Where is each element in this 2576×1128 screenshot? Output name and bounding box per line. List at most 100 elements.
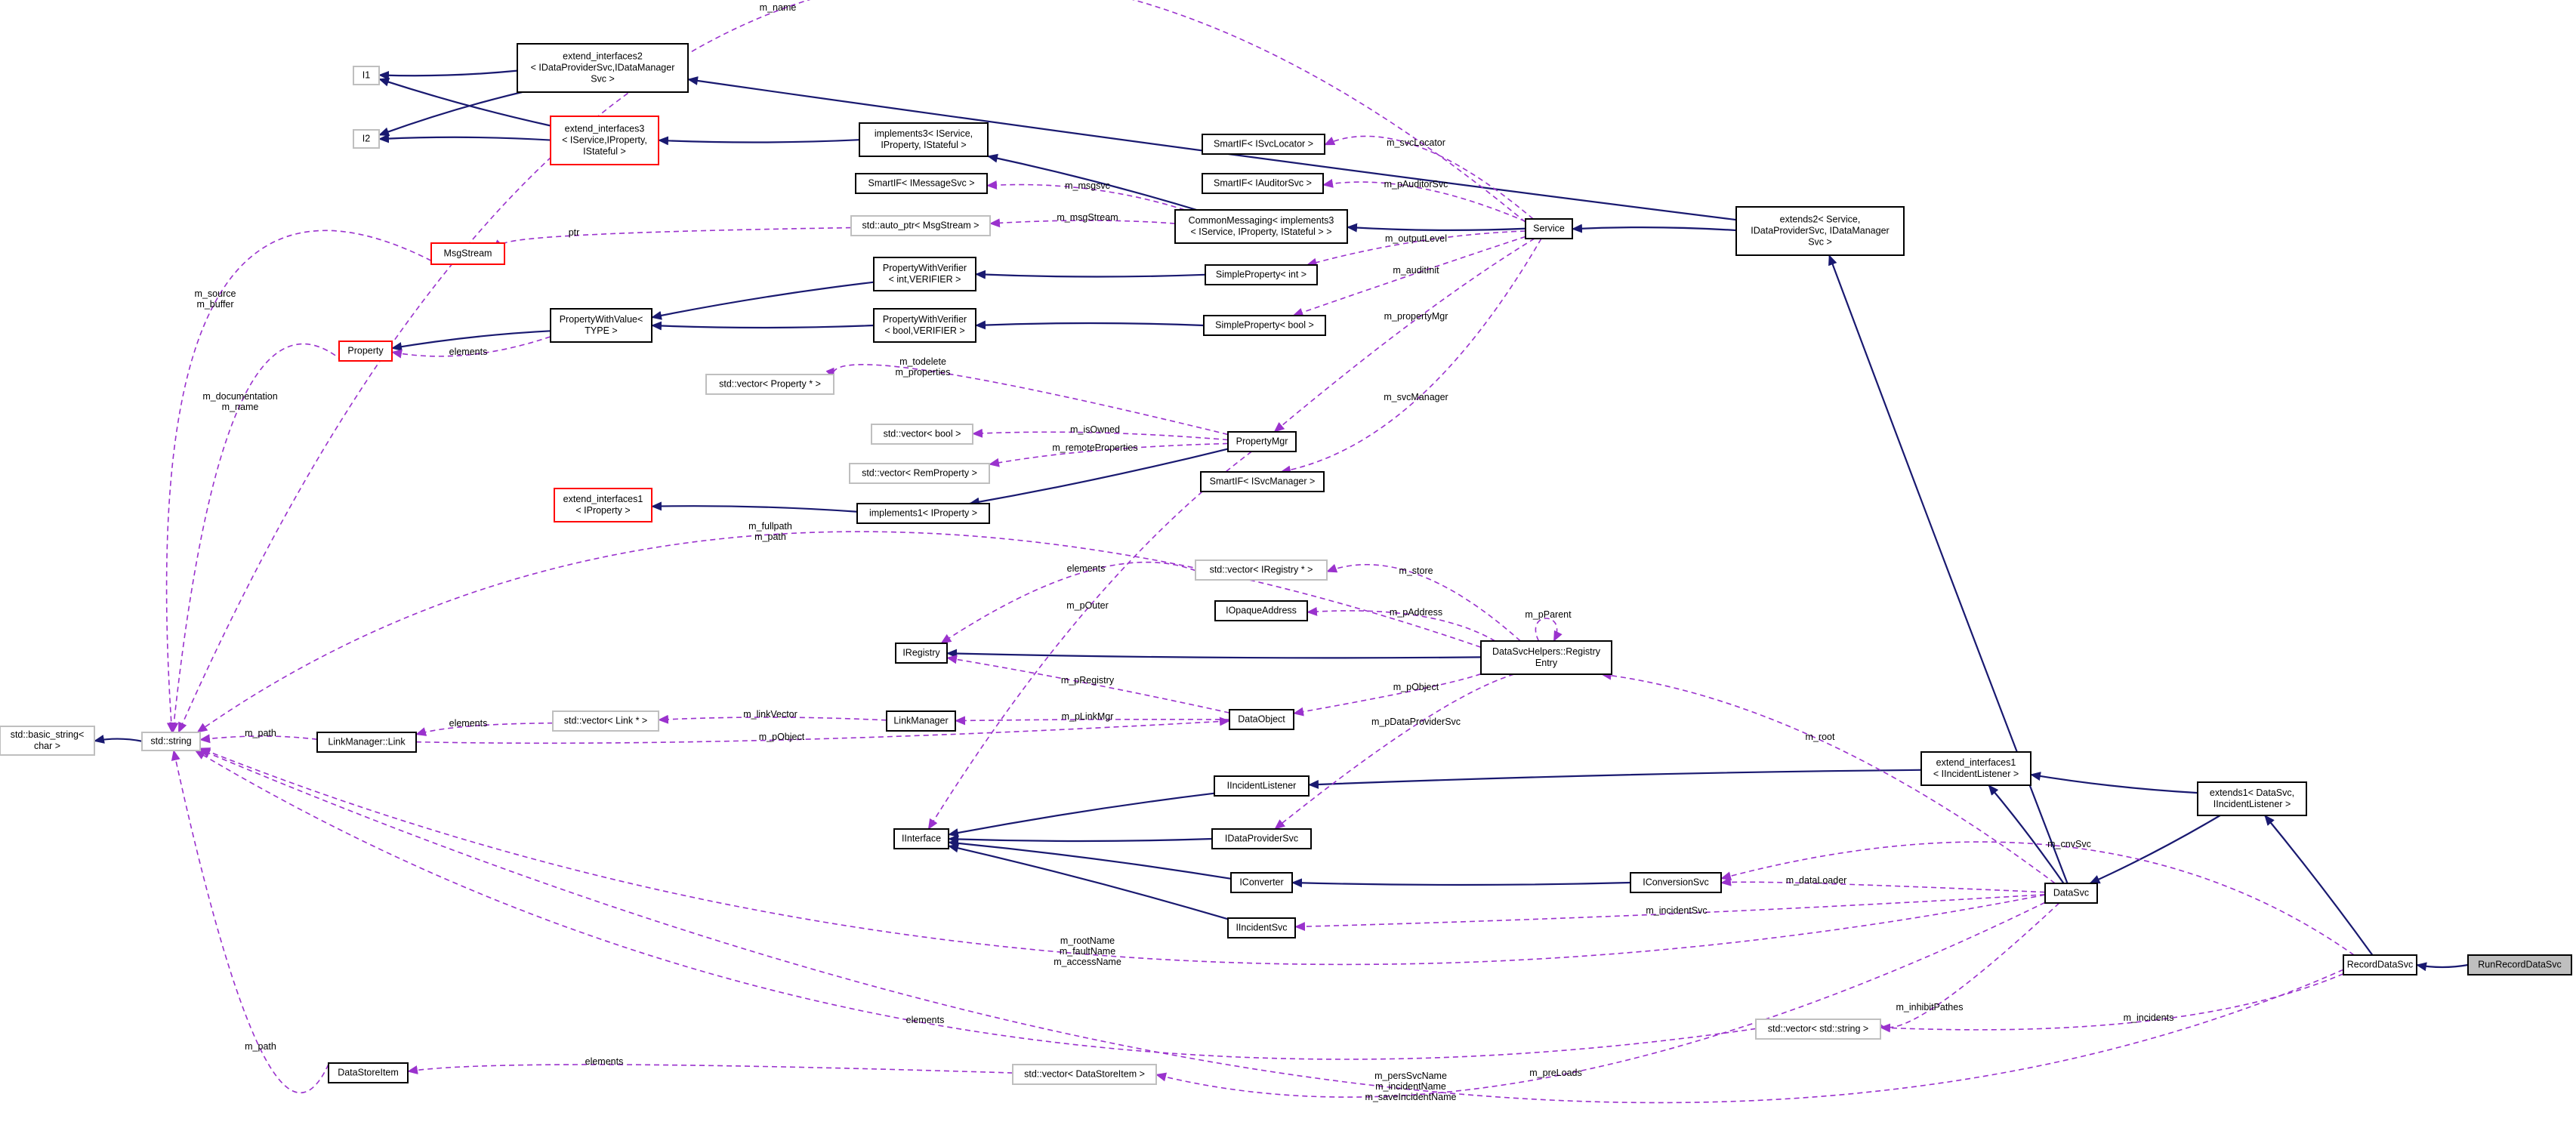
class-node-extend-interfaces2[interactable]: extend_interfaces2< IDataProviderSvc,IDa…: [517, 43, 689, 93]
class-node-recorddatasvc[interactable]: RecordDataSvc: [2343, 954, 2417, 975]
class-node-iinterface[interactable]: IInterface: [893, 828, 949, 849]
class-node-box: [1203, 315, 1326, 336]
inheritance-edge-string-to-basic_string: [94, 735, 143, 744]
class-node-iincidentlistener[interactable]: IIncidentListener: [1214, 775, 1310, 797]
class-node-box: [1211, 828, 1312, 849]
class-node-label: Svc >: [591, 74, 615, 85]
class-node-box: [871, 424, 973, 445]
usage-edge-elements-dsi: [407, 1064, 1013, 1075]
class-node-box: [850, 215, 991, 236]
usage-edge-m-root: [1600, 670, 2056, 884]
usage-edge-m-remoteProperties: [989, 442, 1229, 467]
class-node-box: [554, 488, 652, 522]
class-node-basic-string[interactable]: std::basic_string<char >: [0, 726, 95, 756]
usage-edge-m-propertyMgr: [1273, 238, 1535, 433]
class-node-box: [893, 828, 949, 849]
edge-label-m-pObject-link: m_pObject: [759, 732, 805, 742]
edge-label-line: m_documentation: [202, 391, 277, 402]
edge-label-line: m_msgsvc: [1065, 180, 1110, 191]
class-node-propmgr[interactable]: PropertyMgr: [1227, 431, 1297, 452]
class-node-label: SmartIF< IMessageSvc >: [868, 178, 974, 189]
class-node-vec-remprop[interactable]: std::vector< RemProperty >: [849, 463, 990, 484]
class-node-label: DataSvc: [2053, 888, 2089, 898]
class-node-extend-interfaces3[interactable]: extend_interfaces3< IService,IProperty,I…: [550, 116, 659, 165]
class-node-linkmgr-link[interactable]: LinkManager::Link: [316, 732, 417, 753]
inheritance-edge-pwv_bool-to-pwvalue: [651, 321, 875, 331]
edge-label-line: m_buffer: [196, 299, 233, 310]
edge-label-line: m_name: [760, 2, 797, 13]
edge-label-line: elements: [449, 718, 488, 729]
class-node-string[interactable]: std::string: [141, 732, 201, 751]
edge-label-line: m_preLoads: [1529, 1068, 1582, 1078]
class-node-linkmanager[interactable]: LinkManager: [886, 710, 956, 732]
class-node-pwv-bool[interactable]: PropertyWithVerifier< bool,VERIFIER >: [873, 308, 976, 343]
inheritance-edge-simple_bool-to-pwv_bool: [975, 320, 1205, 330]
class-node-autoptr-msg[interactable]: std::auto_ptr< MsgStream >: [850, 215, 991, 236]
class-node-iopaque[interactable]: IOpaqueAddress: [1214, 600, 1308, 621]
class-node-vec-registry[interactable]: std::vector< IRegistry * >: [1195, 559, 1328, 581]
usage-edge-m-path: [199, 734, 318, 744]
class-node-vec-bool[interactable]: std::vector< bool >: [871, 424, 973, 445]
class-node-box: [550, 116, 659, 165]
class-node-vec-link[interactable]: std::vector< Link * >: [552, 710, 659, 732]
class-node-box: [705, 374, 835, 395]
class-node-smartif-msg[interactable]: SmartIF< IMessageSvc >: [855, 173, 988, 194]
edge-label-m-inhibitPathes: m_inhibitPathes: [1896, 1002, 1964, 1012]
class-node-box: [1735, 206, 1905, 256]
class-node-I2[interactable]: I2: [353, 129, 380, 149]
class-node-smartif-loc[interactable]: SmartIF< ISvcLocator >: [1202, 134, 1325, 155]
class-node-box: [328, 1062, 409, 1083]
inheritance-edge-ext_if1_incident-to-iincidentlistener: [1308, 769, 1922, 789]
edge-label-line: m_root: [1806, 732, 1835, 742]
class-node-label: DataStoreItem: [338, 1068, 399, 1078]
class-node-extends2[interactable]: extends2< Service,IDataProviderSvc, IDat…: [1735, 206, 1905, 256]
class-node-ext-if1-incident[interactable]: extend_interfaces1< IIncidentListener >: [1920, 751, 2031, 786]
class-node-iconverter[interactable]: IConverter: [1230, 872, 1293, 893]
class-node-smartif-mgr[interactable]: SmartIF< ISvcManager >: [1200, 471, 1325, 492]
class-node-extend-interfaces1-prop[interactable]: extend_interfaces1< IProperty >: [554, 488, 652, 522]
class-node-property[interactable]: Property: [338, 341, 393, 362]
class-node-runrecord[interactable]: RunRecordDataSvc: [2467, 954, 2572, 975]
class-node-label: Svc >: [1808, 237, 1832, 248]
class-node-msgstream[interactable]: MsgStream: [430, 242, 505, 265]
edge-label-m-remoteProperties: m_remoteProperties: [1052, 442, 1137, 453]
class-node-I1[interactable]: I1: [353, 66, 380, 85]
edge-label-m-isOwned: m_isOwned: [1070, 424, 1120, 435]
class-node-implements3[interactable]: implements3< IService,IProperty, IStatef…: [859, 122, 989, 157]
class-node-service[interactable]: Service: [1525, 218, 1573, 239]
class-node-simple-bool[interactable]: SimpleProperty< bool >: [1203, 315, 1326, 336]
class-node-pwvalue[interactable]: PropertyWithValue<TYPE >: [550, 308, 652, 343]
class-node-vec-dsi[interactable]: std::vector< DataStoreItem >: [1012, 1064, 1157, 1085]
class-node-extends1[interactable]: extends1< DataSvc,IIncidentListener >: [2197, 781, 2307, 816]
edge-label-m-incidents: m_incidents: [2124, 1012, 2174, 1023]
edge-label-elements-prop: elements: [449, 347, 488, 357]
class-node-implements1[interactable]: implements1< IProperty >: [856, 503, 990, 524]
class-node-label: SmartIF< ISvcLocator >: [1214, 139, 1313, 149]
class-node-vec-string[interactable]: std::vector< std::string >: [1755, 1019, 1881, 1040]
class-node-iconversion[interactable]: IConversionSvc: [1630, 872, 1722, 893]
class-node-simple-int[interactable]: SimpleProperty< int >: [1205, 264, 1318, 285]
class-node-smartif-aud[interactable]: SmartIF< IAuditorSvc >: [1202, 173, 1324, 194]
class-node-commonmsg[interactable]: CommonMessaging< implements3< IService, …: [1174, 209, 1348, 244]
class-node-box: [1229, 709, 1294, 730]
edge-label-line: m_pParent: [1525, 609, 1572, 620]
edge-label-line: ptr: [569, 227, 580, 238]
class-node-datasvc[interactable]: DataSvc: [2044, 883, 2098, 904]
class-node-dataobject[interactable]: DataObject: [1229, 709, 1294, 730]
class-node-idataprovider[interactable]: IDataProviderSvc: [1211, 828, 1312, 849]
edge-label-line: m_propertyMgr: [1384, 311, 1448, 322]
edge-label-line: m_pAuditorSvc: [1384, 179, 1448, 190]
class-node-box: [550, 308, 652, 343]
class-node-iregistry[interactable]: IRegistry: [895, 643, 948, 664]
class-node-label: LinkManager: [893, 716, 948, 726]
class-node-label: Service: [1533, 223, 1565, 234]
class-node-vec-prop[interactable]: std::vector< Property * >: [705, 374, 835, 395]
class-node-datastoreitem[interactable]: DataStoreItem: [328, 1062, 409, 1083]
class-node-iincidentsvc[interactable]: IIncidentSvc: [1227, 917, 1296, 938]
edge-label-line: elements: [906, 1015, 945, 1025]
class-node-pwv-int[interactable]: PropertyWithVerifier< int,VERIFIER >: [873, 257, 976, 291]
class-node-box: [855, 173, 988, 194]
usage-edge-m-msgsvc: [986, 180, 1186, 211]
